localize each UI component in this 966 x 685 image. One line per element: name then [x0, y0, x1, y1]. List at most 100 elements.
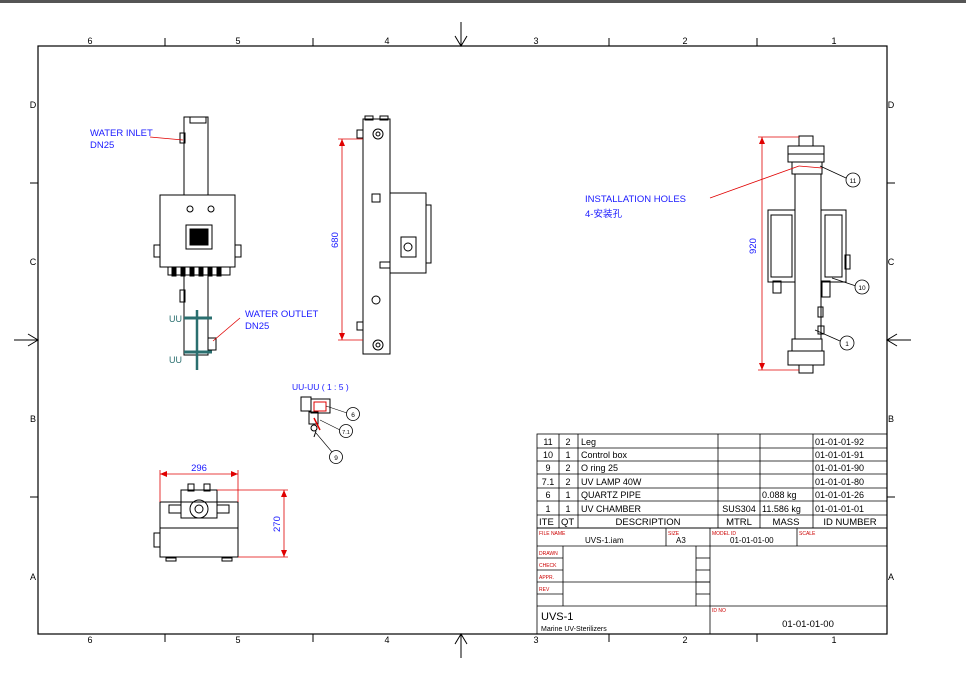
bom-cell-desc: Control box: [581, 450, 628, 460]
bom-cell-id: 01-01-01-90: [815, 463, 864, 473]
zone-row-b-right: B: [888, 414, 894, 424]
bom-cell-qt: 1: [565, 450, 570, 460]
front-view: [153, 116, 242, 356]
zone-col-2-top: 2: [682, 36, 687, 46]
svg-text:WATER INLET: WATER INLET: [90, 128, 153, 139]
zone-col-3-bottom: 3: [533, 635, 538, 645]
drawn-label: DRAWN: [539, 551, 558, 557]
zone-col-5-top: 5: [235, 36, 240, 46]
size-label: SIZE: [668, 531, 680, 537]
bom-cell-qt: 1: [565, 490, 570, 500]
dimension-height-right: 920: [748, 136, 799, 371]
bom-cell-ite: 9: [545, 463, 550, 473]
svg-text:WATER OUTLET: WATER OUTLET: [245, 309, 319, 320]
svg-text:296: 296: [191, 463, 207, 474]
bom-cell-id: 01-01-01-26: [815, 490, 864, 500]
bom-header-id-number: ID NUMBER: [823, 517, 876, 528]
section-title: UU-UU ( 1 : 5 ): [292, 382, 349, 392]
top-view: [153, 483, 239, 562]
bom-cell-desc: O ring 25: [581, 463, 618, 473]
model-id-label: MODEL ID: [712, 531, 736, 537]
svg-text:INSTALLATION HOLES: INSTALLATION HOLES: [585, 194, 686, 205]
svg-text:680: 680: [330, 232, 341, 248]
svg-text:1: 1: [845, 341, 849, 348]
water-outlet-callout: WATER OUTLET DN25: [212, 309, 319, 342]
bom-cell-desc: Leg: [581, 437, 596, 447]
dimension-height-bottom: 270: [217, 489, 288, 558]
balloon-6: 6: [346, 407, 360, 421]
right-view: [767, 135, 851, 374]
bom-cell-ite: 11: [543, 437, 552, 447]
svg-text:6: 6: [351, 412, 355, 419]
balloon-9: 9: [329, 450, 343, 464]
bom-header-description: DESCRIPTION: [616, 517, 681, 528]
svg-text:4-安装孔: 4-安装孔: [585, 208, 622, 220]
id-no-label: ID NO: [712, 608, 726, 614]
section-marker: UU UU: [169, 310, 212, 370]
bom-cell-id: 01-01-01-92: [815, 437, 864, 447]
svg-text:11: 11: [850, 178, 857, 185]
zone-col-1-top: 1: [831, 36, 836, 46]
svg-text:DN25: DN25: [90, 140, 114, 151]
id-no: 01-01-01-00: [782, 619, 834, 630]
zone-col-2-bottom: 2: [682, 635, 687, 645]
bom-cell-id: 01-01-01-91: [815, 450, 864, 460]
bom-cell-mass: 0.088 kg: [762, 490, 797, 500]
scale-label: SCALE: [799, 531, 816, 537]
bom-cell-qt: 2: [565, 437, 570, 447]
bom-cell-ite: 7.1: [542, 477, 555, 487]
bom-header-qt: QT: [561, 517, 574, 528]
section-marker-top-label: UU: [169, 314, 182, 324]
svg-text:DN25: DN25: [245, 321, 269, 332]
dimension-width-bottom: 296: [159, 463, 239, 502]
bom-cell-qt: 2: [565, 477, 570, 487]
zone-row-c-right: C: [888, 257, 895, 267]
side-view: [356, 115, 432, 355]
section-marker-bottom-label: UU: [169, 355, 182, 365]
bom-cell-id: 01-01-01-80: [815, 477, 864, 487]
zone-col-3-top: 3: [533, 36, 538, 46]
bom-cell-mtrl: SUS304: [722, 504, 756, 514]
model-id: 01-01-01-00: [730, 536, 774, 545]
size-value: A3: [676, 536, 686, 545]
zone-row-d-right: D: [888, 100, 895, 110]
zone-col-4-top: 4: [384, 36, 389, 46]
zone-col-1-bottom: 1: [831, 635, 836, 645]
zone-col-4-bottom: 4: [384, 635, 389, 645]
svg-text:270: 270: [272, 516, 283, 532]
bom-cell-desc: UV CHAMBER: [581, 504, 642, 514]
drawing-subtitle: Marine UV-Sterilizers: [541, 626, 607, 633]
water-inlet-callout: WATER INLET DN25: [90, 128, 184, 151]
balloon-10: 10: [831, 277, 870, 295]
svg-text:10: 10: [858, 285, 866, 292]
drawing-title: UVS-1: [541, 611, 573, 623]
zone-col-6-top: 6: [87, 36, 92, 46]
bom-cell-id: 01-01-01-01: [815, 504, 864, 514]
bom-cell-desc: UV LAMP 40W: [581, 477, 642, 487]
balloon-11: 11: [819, 165, 861, 188]
file-name: UVS-1.iam: [585, 536, 624, 545]
zone-row-d-left: D: [30, 100, 37, 110]
balloon-1: 1: [814, 329, 855, 351]
bom-cell-ite: 10: [543, 450, 553, 460]
zone-row-a-right: A: [888, 572, 894, 582]
bom-cell-mass: 11.586 kg: [762, 504, 801, 514]
check-label: CHECK: [539, 563, 557, 569]
zone-row-a-left: A: [30, 572, 36, 582]
bom-cell-ite: 6: [545, 490, 550, 500]
bom-cell-desc: QUARTZ PIPE: [581, 490, 641, 500]
bom-cell-qt: 2: [565, 463, 570, 473]
bom-cell-qt: 1: [565, 504, 570, 514]
bom-cell-ite: 1: [545, 504, 550, 514]
file-name-label: FILE NAME: [539, 531, 566, 537]
balloon-7-1: 7.1: [339, 424, 353, 438]
section-detail: UU-UU ( 1 : 5 ): [292, 382, 349, 453]
svg-text:9: 9: [334, 455, 338, 462]
zone-col-6-bottom: 6: [87, 635, 92, 645]
zone-row-c-left: C: [30, 257, 37, 267]
zone-row-b-left: B: [30, 414, 36, 424]
svg-text:7.1: 7.1: [342, 430, 350, 436]
title-block: FILE NAME UVS-1.iam SIZE A3 MODEL ID 01-…: [536, 527, 888, 635]
zone-col-5-bottom: 5: [235, 635, 240, 645]
